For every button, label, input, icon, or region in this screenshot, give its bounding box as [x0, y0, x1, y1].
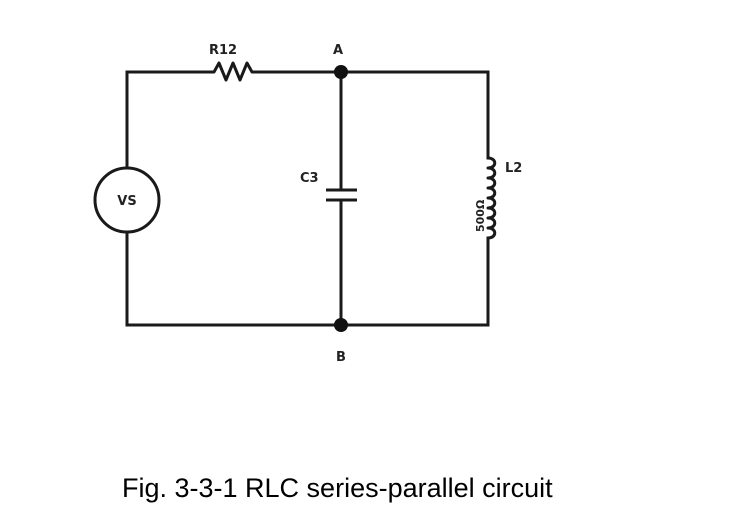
voltage-source-vs — [93, 166, 161, 234]
wire-bottom — [125, 236, 490, 327]
node-b-label: B — [336, 350, 346, 365]
node-a-dot — [334, 65, 348, 79]
capacitor-label: C3 — [300, 171, 319, 186]
resistor-r12 — [208, 61, 258, 82]
inductor-value: 500Ω — [474, 199, 487, 232]
wire-top — [256, 70, 490, 160]
wire-left-top — [125, 70, 210, 170]
inductor-label: L2 — [505, 161, 522, 176]
source-label: VS — [117, 194, 136, 209]
node-b-dot — [334, 318, 348, 332]
resistor-label: R12 — [209, 43, 237, 58]
node-a-label: A — [333, 43, 343, 58]
figure-caption: Fig. 3-3-1 RLC series-parallel circuit — [122, 473, 553, 503]
inductor-l2 — [486, 156, 497, 240]
